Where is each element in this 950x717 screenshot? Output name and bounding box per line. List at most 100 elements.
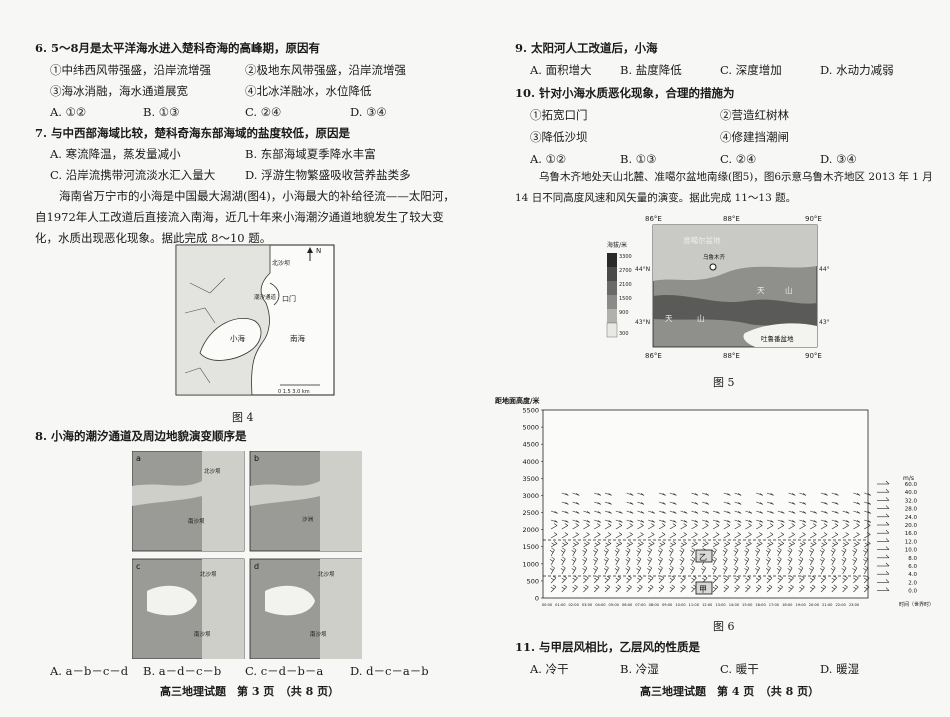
fig6-wind-barb <box>691 519 699 523</box>
fig6-wind-barb <box>583 523 590 530</box>
fig6-wind-barb <box>560 547 566 557</box>
fig5-legend-2100: 2100 <box>619 282 632 288</box>
fig6-wind-barb <box>625 565 631 575</box>
fig6-wind-barb <box>626 523 633 530</box>
fig6-wind-barb <box>799 510 807 514</box>
fig6-x-tick: 19:00 <box>795 603 806 607</box>
fig6-wind-barb <box>702 510 709 514</box>
fig6-wind-barb <box>593 575 600 584</box>
fig5-legend-300: 300 <box>619 331 629 337</box>
fig6-wind-barb <box>799 584 805 593</box>
fig6-x-tick: 06:00 <box>622 603 633 607</box>
fig6-wind-barb <box>853 492 861 496</box>
fig6-y-tick: 2000 <box>522 526 539 534</box>
fig6-wind-barb <box>679 547 685 557</box>
fig6-y-tick: 4500 <box>522 441 539 449</box>
fig6-wind-barb <box>766 501 774 505</box>
q8-option-d: D. d－c－a－b <box>350 664 429 678</box>
q10-option-d: D. ③④ <box>820 152 857 166</box>
fig6-wind-barb <box>561 541 569 548</box>
fig6-wind-barb <box>647 584 654 593</box>
fig6-wind-barb <box>853 523 860 530</box>
fig6-wind-barb <box>788 519 796 523</box>
fig6-wind-barb <box>658 501 666 505</box>
fig6-scale-value: 12.0 <box>905 539 918 545</box>
fig6-wind-barb <box>831 519 839 523</box>
fig6-wind-barb <box>820 584 827 593</box>
fig6-wind-barb <box>658 584 665 593</box>
fig4-north-label: N <box>316 247 321 255</box>
fig5-elevation-legend: 海拔/米 3300 2700 2100 1500 900 300 <box>606 241 632 338</box>
fig6-wind-barb <box>810 532 817 539</box>
fig6-wind-barb <box>572 575 578 584</box>
fig6-wind-barb <box>691 575 697 584</box>
fig6-wind-barb <box>603 565 609 575</box>
fig6-wind-barb <box>831 492 839 496</box>
fig6-wind-barb <box>711 547 717 557</box>
fig6-scale-value: 16.0 <box>905 531 918 537</box>
fig6-wind-barb <box>680 510 688 514</box>
fig6-wind-barb <box>614 547 620 557</box>
fig6-y-tick: 5000 <box>522 424 539 432</box>
fig6-wind-barb <box>766 541 774 548</box>
fig6-wind-barb <box>810 541 817 548</box>
fig6-scale-entry: 12.0 <box>877 538 917 545</box>
fig6-wind-barb <box>549 565 555 575</box>
fig6-wind-barb <box>820 575 827 584</box>
fig6-wind-barb <box>604 532 612 539</box>
fig5-label-shan-2: 山 <box>697 313 705 323</box>
fig6-scale-entry: 28.0 <box>877 505 917 513</box>
fig6-wind-barb <box>819 547 825 557</box>
fig6-wind-barb <box>561 575 567 584</box>
fig6-wind-barb <box>841 565 847 575</box>
fig6-wind-barb <box>647 575 654 584</box>
fig6-wind-barb <box>636 565 642 575</box>
fig6-wind-barb <box>712 541 720 548</box>
q6-item-3: ③海冰消融，海水通道展宽 <box>50 84 188 98</box>
fig6-scale-value: 2.0 <box>908 580 917 586</box>
fig5-label-junggar: 准噶尔盆地 <box>683 235 721 245</box>
fig6-wind-barb <box>723 510 731 514</box>
fig6-wind-barb <box>647 547 652 557</box>
fig6-wind-barb <box>841 556 847 566</box>
fig6-scale-value: 32.0 <box>905 498 918 504</box>
q10-stem: 10. 针对小海水质恶化现象，合理的措施为 <box>515 86 735 100</box>
fig6-wind-barb <box>593 547 598 557</box>
fig6-wind-barb <box>594 519 601 523</box>
fig6-x-tick: 14:00 <box>729 603 740 607</box>
fig6-wind-barb <box>723 501 731 505</box>
fig6-wind-barb <box>615 575 621 584</box>
fig6-wind-barb <box>766 519 774 523</box>
q8-option-b: B. a－d－c－b <box>143 664 222 678</box>
q11-option-c: C. 暖干 <box>720 662 759 676</box>
fig6-scale-entry: 0.0 <box>877 587 917 595</box>
fig6-wind-barb <box>788 523 795 530</box>
q10-item-3: ③降低沙坝 <box>530 130 588 144</box>
fig6-wind-barb <box>648 532 655 539</box>
passage-11-13: 乌鲁木齐地处天山北麓、准噶尔盆地南缘(图5)，图6示意乌鲁木齐地区 2013 年… <box>515 171 933 204</box>
fig6-scale-unit: m/s <box>903 475 914 482</box>
q9-option-a: A. 面积增大 <box>530 63 592 77</box>
q7-option-d: D. 浮游生物繁盛吸收营养盐类多 <box>245 168 411 182</box>
fig6-scale-entry: 60.0 <box>877 480 917 488</box>
fig6-wind-barb <box>702 492 709 496</box>
panel-a-south-bar: 南沙坝 <box>188 517 205 525</box>
fig6-wind-barb <box>787 565 793 575</box>
panel-d-north-bar: 北沙坝 <box>318 570 335 578</box>
fig6-wind-barb <box>788 575 794 584</box>
q9-option-c: C. 深度增加 <box>720 63 782 77</box>
fig6-wind-barb <box>669 523 677 530</box>
fig4-scale: 0 1.5 3.0 km <box>278 389 310 395</box>
fig6-wind-barb <box>734 584 740 593</box>
fig6-wind-barb <box>723 492 731 496</box>
fig6-wind-barb <box>690 556 696 566</box>
fig6-wind-barb <box>712 584 719 593</box>
fig6-wind-barb <box>756 510 763 514</box>
fig6-wind-barb <box>853 584 859 593</box>
fig6-wind-barb <box>550 510 558 514</box>
fig6-wind-barb <box>820 501 828 505</box>
fig6-wind-barb <box>702 532 709 539</box>
fig6-wind-barb <box>582 547 588 557</box>
q11-stem: 11. 与甲层风相比，乙层风的性质是 <box>515 640 701 654</box>
fig4-label-tidal-channel: 潮汐通道 <box>254 293 277 301</box>
